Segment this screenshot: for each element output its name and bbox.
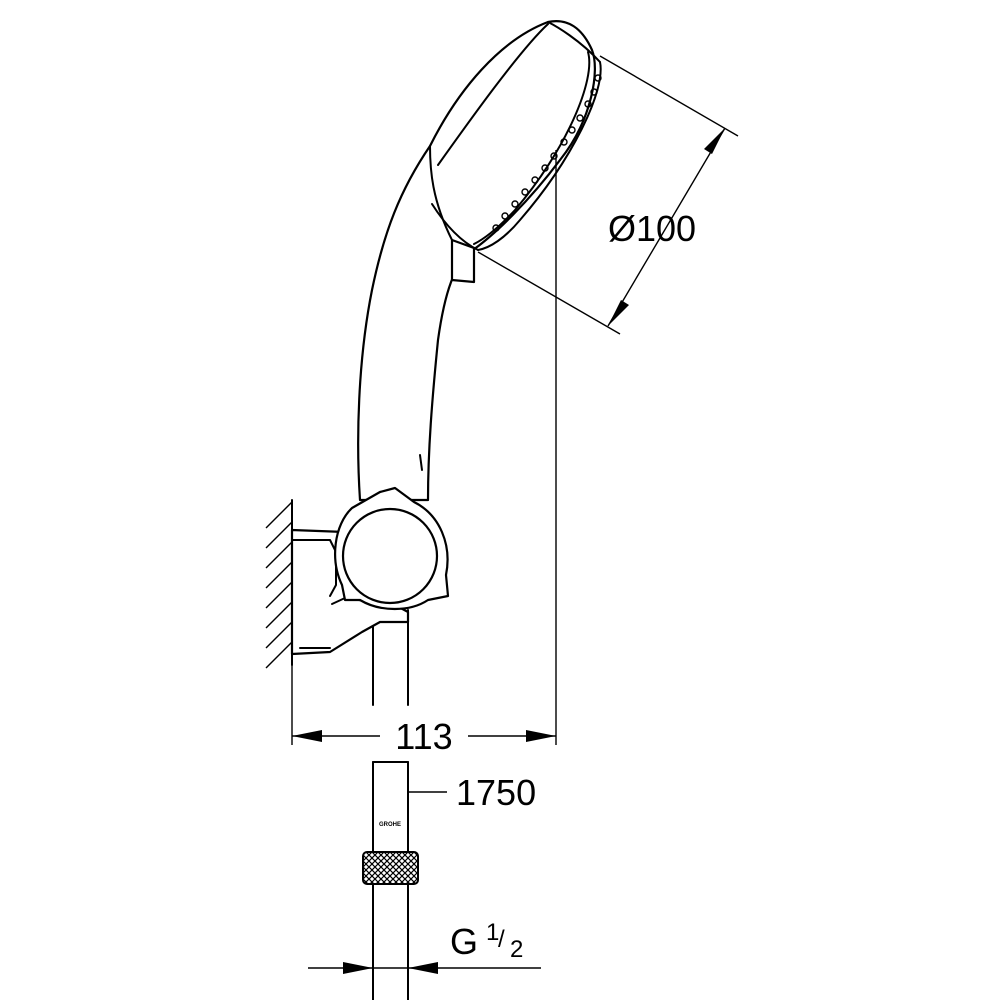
hand-shower (357, 20, 602, 502)
hose-marking: GROHE (379, 822, 401, 828)
thread-dimension: G 1 / 2 (308, 919, 541, 974)
thread-prefix: G (450, 921, 478, 962)
hose-upper (372, 609, 409, 706)
hose-connector (372, 883, 409, 1000)
diameter-label: Ø100 (608, 208, 696, 249)
hose-lower: GROHE (372, 761, 409, 853)
diameter-dimension: Ø100 (477, 55, 739, 335)
hose-length-label: 1750 (456, 772, 536, 813)
thread-denominator: 2 (510, 936, 523, 963)
thread-numerator: 1 (486, 919, 499, 946)
wall (265, 499, 293, 669)
hose-length-dimension: 1750 (408, 772, 536, 813)
projection-label: 113 (395, 716, 452, 757)
holder-ring (334, 486, 450, 610)
thread-slash: / (498, 926, 505, 953)
knurled-nut (362, 851, 419, 885)
projection-dimension: 113 (291, 665, 556, 757)
